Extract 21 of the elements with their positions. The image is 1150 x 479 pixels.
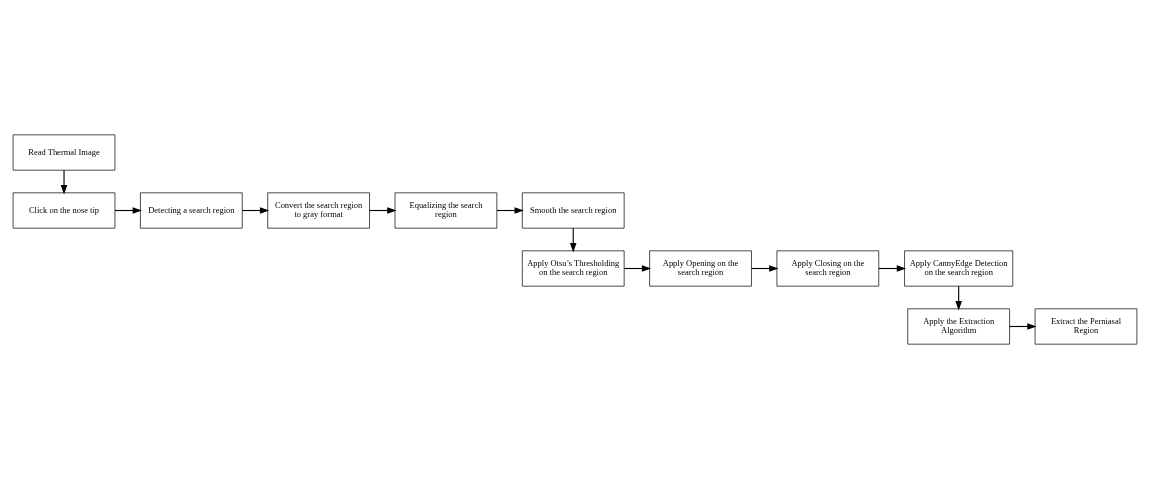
arrow	[878, 265, 907, 272]
node-box: Extract the Perniasal Region	[1034, 308, 1138, 345]
arrow	[751, 265, 779, 272]
arrow	[60, 169, 68, 195]
arrow	[241, 207, 270, 214]
arrow	[1009, 323, 1037, 330]
node-box: Apply Otsu’s Thresholding on the search region	[521, 250, 625, 287]
node-box: Apply Closing on the search region	[776, 250, 880, 287]
node-box: Click on the nose tip	[12, 192, 116, 229]
node-box: Apply Opening on the search region	[649, 250, 752, 287]
node-box: Detecting a search region	[140, 192, 243, 229]
arrow	[369, 207, 397, 214]
node-box: Apply the Extraction Algorithm	[907, 308, 1010, 345]
node-box: Smooth the search region	[521, 192, 625, 229]
node-box: Equalizing the search region	[394, 192, 498, 229]
node-box: Apply CannyEdge Detection on the search region	[904, 250, 1014, 287]
node-box: Read Thermal Image	[12, 134, 116, 171]
arrow	[114, 207, 142, 214]
arrow	[623, 265, 652, 272]
node-box: Convert the search region to gray format	[267, 192, 370, 229]
arrow	[496, 207, 524, 214]
